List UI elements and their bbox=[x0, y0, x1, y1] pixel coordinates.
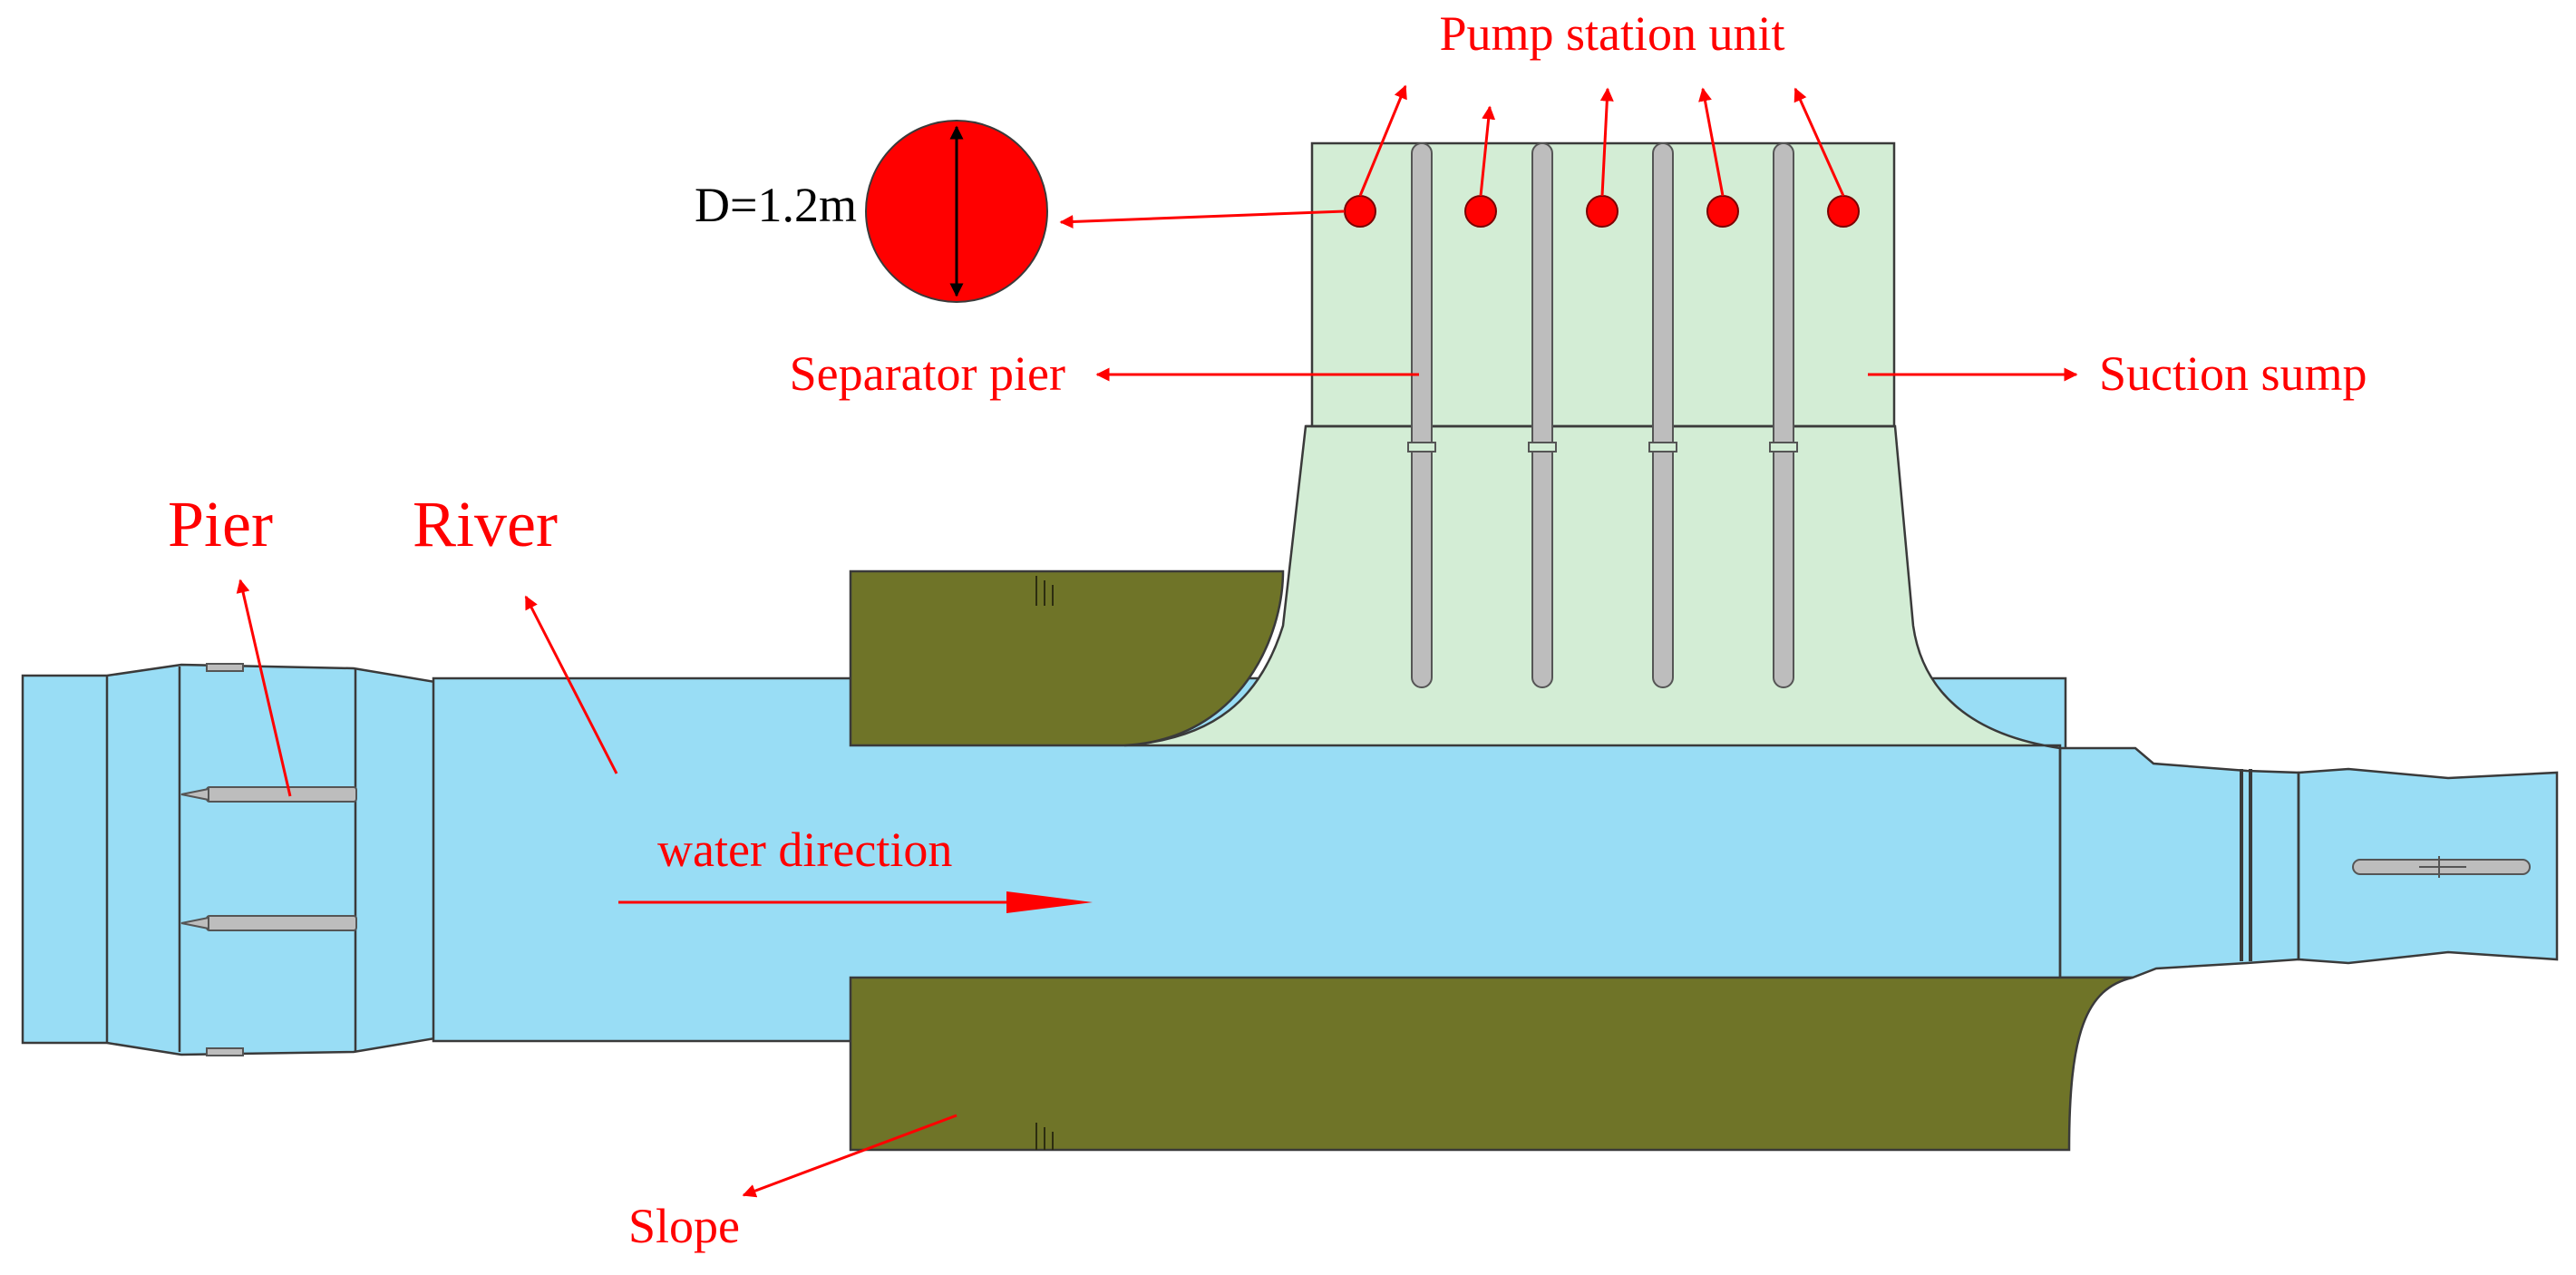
slope-arrow bbox=[742, 1114, 957, 1198]
pump-unit bbox=[1827, 195, 1860, 228]
gate-slot bbox=[1769, 442, 1798, 453]
label-pump-station-unit: Pump station unit bbox=[1439, 6, 1784, 61]
pump-unit bbox=[1344, 195, 1376, 228]
river-arrow bbox=[524, 595, 618, 774]
diameter-label: D=1.2m bbox=[695, 178, 857, 232]
label-water-direction: water direction bbox=[657, 822, 952, 877]
pier-cap bbox=[206, 663, 244, 672]
pump-arrow bbox=[1479, 105, 1496, 197]
bridge-piers bbox=[180, 663, 357, 1056]
detail-arrow bbox=[1059, 209, 1346, 229]
separator-piers bbox=[1407, 142, 1798, 688]
river-outlet bbox=[2058, 746, 2300, 979]
water-direction-arrowhead bbox=[1006, 891, 1093, 913]
slopes bbox=[849, 569, 2134, 1152]
pump-arrow bbox=[1358, 84, 1407, 197]
label-suction-sump: Suction sump bbox=[2099, 346, 2367, 401]
separator-pier bbox=[1411, 142, 1433, 688]
suction-sump bbox=[1123, 141, 2062, 750]
separator-pier bbox=[1531, 142, 1553, 688]
label-pier: Pier bbox=[168, 488, 273, 560]
bridge-pier bbox=[206, 786, 357, 803]
pier-cap bbox=[206, 1047, 244, 1056]
pump-unit bbox=[1464, 195, 1497, 228]
forebay bbox=[1123, 424, 2062, 750]
bridge-pier-nose bbox=[180, 916, 209, 930]
pump-arrow bbox=[1698, 87, 1725, 197]
gate-slot bbox=[1528, 442, 1557, 453]
bridge-pier-nose bbox=[180, 787, 209, 802]
river-inlet bbox=[21, 663, 437, 1056]
pier-arrow bbox=[236, 579, 292, 797]
pump-arrow bbox=[1599, 87, 1614, 197]
label-river: River bbox=[413, 488, 558, 560]
pump-units bbox=[1344, 195, 1860, 228]
annotations bbox=[236, 84, 2078, 1198]
pump-detail: D=1.2m bbox=[695, 120, 1048, 303]
label-separator-pier: Separator pier bbox=[790, 346, 1065, 401]
slope-upper bbox=[849, 569, 1285, 747]
pump-unit bbox=[1586, 195, 1619, 228]
slope-lower bbox=[849, 976, 2134, 1152]
bridge-pier bbox=[206, 915, 357, 931]
separator-pier bbox=[1773, 142, 1794, 688]
pump-arrow bbox=[1793, 87, 1845, 197]
pump-unit bbox=[1706, 195, 1739, 228]
gate-slot bbox=[1648, 442, 1677, 453]
label-slope: Slope bbox=[628, 1199, 740, 1253]
gate-slot bbox=[1407, 442, 1436, 453]
separator-pier bbox=[1652, 142, 1674, 688]
slope-hatch bbox=[1035, 576, 1054, 1150]
outlet-pier bbox=[2352, 856, 2531, 878]
